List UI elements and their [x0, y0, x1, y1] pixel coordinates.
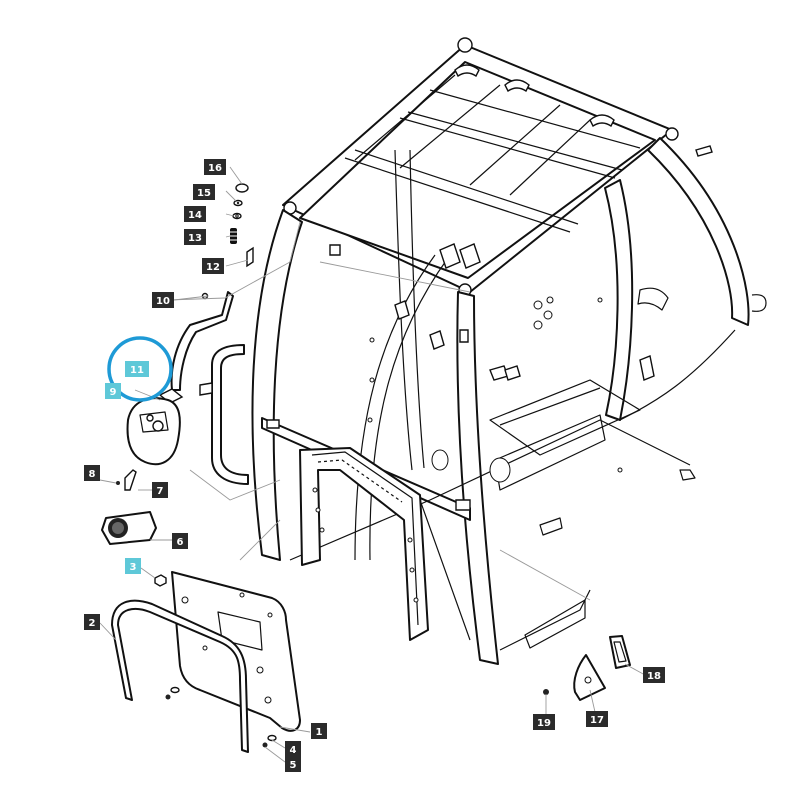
callout-label: 1: [316, 727, 323, 738]
callout-bg: [172, 533, 188, 549]
callout-bg: [311, 723, 327, 739]
callout-label: 19: [537, 718, 551, 729]
part-6-panel: [101, 511, 157, 545]
callout-bg: [184, 229, 206, 245]
callout-14[interactable]: 14: [184, 206, 206, 222]
part-2-handle: [111, 599, 249, 753]
callout-label: 10: [156, 296, 170, 307]
part-15-washer: [233, 199, 243, 207]
cab-frame: [251, 37, 767, 665]
leader-lines: [99, 166, 646, 763]
part-3-nut: [154, 574, 167, 587]
highlight-circle: [107, 336, 173, 402]
part-19-nut: [543, 689, 549, 695]
callout-17[interactable]: 17: [586, 711, 608, 727]
callout-label: 9: [110, 387, 117, 398]
callout-bg: [586, 711, 608, 727]
callout-bg: [152, 292, 174, 308]
callout-12[interactable]: 12: [202, 258, 224, 274]
callout-bg: [533, 714, 555, 730]
callout-bg: [285, 756, 301, 772]
callout-bg: [84, 614, 100, 630]
callout-label: 7: [157, 486, 164, 497]
part-7-clip: [124, 469, 137, 491]
callout-bg: [202, 258, 224, 274]
callout-bg: [125, 361, 149, 377]
grab-rail: [199, 344, 249, 485]
callout-7[interactable]: 7: [152, 482, 168, 498]
callout-label: 15: [197, 188, 211, 199]
callout-3[interactable]: 3: [125, 558, 141, 574]
callout-4[interactable]: 4: [285, 741, 301, 757]
part-13-spring: [230, 228, 237, 244]
part-16-cap: [235, 183, 249, 193]
callout-10[interactable]: 10: [152, 292, 174, 308]
callout-bg: [643, 667, 665, 683]
part-18-plate: [609, 635, 631, 669]
part-9-mirror: [126, 397, 181, 466]
callout-bg: [184, 206, 206, 222]
callout-11[interactable]: 11: [125, 361, 149, 377]
callout-label: 12: [206, 262, 220, 273]
part-12-bracket: [246, 246, 254, 268]
callout-label: 8: [89, 469, 96, 480]
callout-2[interactable]: 2: [84, 614, 100, 630]
callout-label: 6: [177, 537, 184, 548]
part-bolt-left: [165, 686, 180, 700]
callout-label: 13: [188, 233, 202, 244]
callout-16[interactable]: 16: [204, 159, 226, 175]
callout-label: 3: [130, 562, 137, 573]
callout-9[interactable]: 9: [105, 383, 121, 399]
callout-label: 18: [647, 671, 661, 682]
part-14-washer: [232, 212, 242, 220]
callout-19[interactable]: 19: [533, 714, 555, 730]
callout-bg: [125, 558, 141, 574]
callout-label: 16: [208, 163, 222, 174]
callout-8[interactable]: 8: [84, 465, 100, 481]
callout-6[interactable]: 6: [172, 533, 188, 549]
callout-label: 4: [290, 745, 297, 756]
callout-bg: [152, 482, 168, 498]
callout-bg: [105, 383, 121, 399]
callout-bg: [193, 184, 215, 200]
callout-15[interactable]: 15: [193, 184, 215, 200]
part-8-pin: [116, 481, 120, 485]
callout-label: 17: [590, 715, 604, 726]
callout-label: 11: [130, 365, 144, 376]
callout-5[interactable]: 5: [285, 756, 301, 772]
callout-bg: [204, 159, 226, 175]
part-4-washer: [267, 734, 277, 742]
part-10-mirror-arm: [170, 291, 234, 391]
callout-bg: [84, 465, 100, 481]
callout-18[interactable]: 18: [643, 667, 665, 683]
callout-label: 5: [290, 760, 297, 771]
callout-label: 2: [89, 618, 96, 629]
callout-1[interactable]: 1: [311, 723, 327, 739]
callout-label: 14: [188, 210, 202, 221]
part-17-bracket: [573, 654, 606, 701]
part-5-nut: [262, 742, 268, 748]
callout-bg: [285, 741, 301, 757]
callout-13[interactable]: 13: [184, 229, 206, 245]
